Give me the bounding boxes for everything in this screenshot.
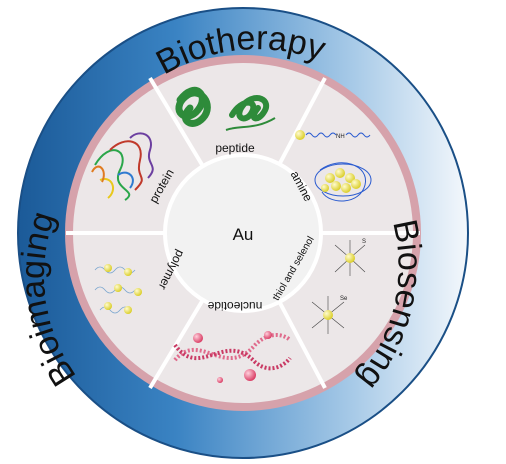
- amine-nh-label: NH: [336, 134, 345, 140]
- amine-illustration: NH: [295, 130, 372, 202]
- thiol-selenol-illustration: S Se: [311, 239, 366, 334]
- selenol-se-label: Se: [340, 296, 348, 302]
- segment-label-peptide: peptide: [215, 141, 255, 155]
- center-circle: [163, 153, 323, 313]
- thiol-s-label: S: [362, 239, 366, 245]
- nucleotide-illustration: [173, 331, 292, 383]
- outer-ring-edge: [17, 7, 469, 459]
- center-label: Au: [233, 225, 254, 244]
- segment-label-nucleotide: nucleotide: [207, 299, 262, 313]
- polymer-illustration: [94, 264, 142, 314]
- peptide-illustration: [175, 86, 276, 131]
- protein-illustration: [91, 132, 154, 201]
